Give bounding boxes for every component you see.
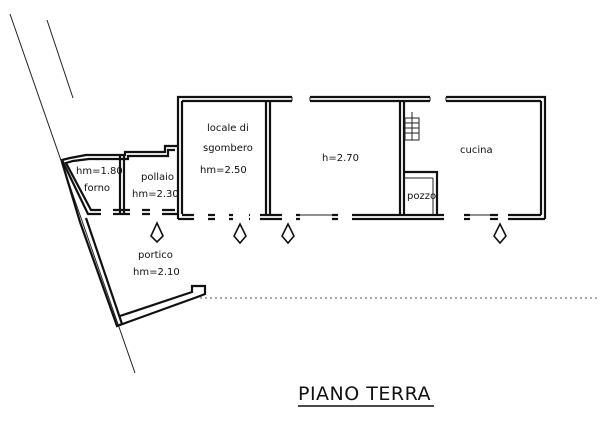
main-building-walls	[176, 95, 547, 222]
entrance-arrow-3	[281, 222, 295, 245]
floor-title: PIANO TERRA	[298, 383, 431, 405]
pozzo-name-label: pozzo	[407, 191, 436, 202]
annex-walls	[60, 144, 178, 216]
cucina-name-label: cucina	[460, 145, 493, 156]
entrance-arrows	[150, 221, 507, 245]
forno-height-label: hm=1.80	[76, 166, 123, 177]
entrance-arrow-4	[493, 222, 507, 245]
locale-height-label: hm=2.50	[200, 165, 247, 176]
pollaio-height-label: hm=2.30	[132, 189, 179, 200]
portico-name-label: portico	[138, 250, 173, 261]
entrance-arrow-2	[233, 222, 247, 245]
pollaio-name-label: pollaio	[141, 172, 174, 183]
forno-name-label: forno	[84, 183, 110, 194]
portico-height-label: hm=2.10	[133, 267, 180, 278]
main-room-height-label: h=2.70	[322, 153, 359, 164]
entrance-arrow-1	[150, 221, 164, 244]
locale-name-label-line2: sgombero	[203, 143, 253, 154]
portico-walls	[60, 161, 207, 328]
locale-name-label-line1: locale di	[207, 123, 249, 134]
